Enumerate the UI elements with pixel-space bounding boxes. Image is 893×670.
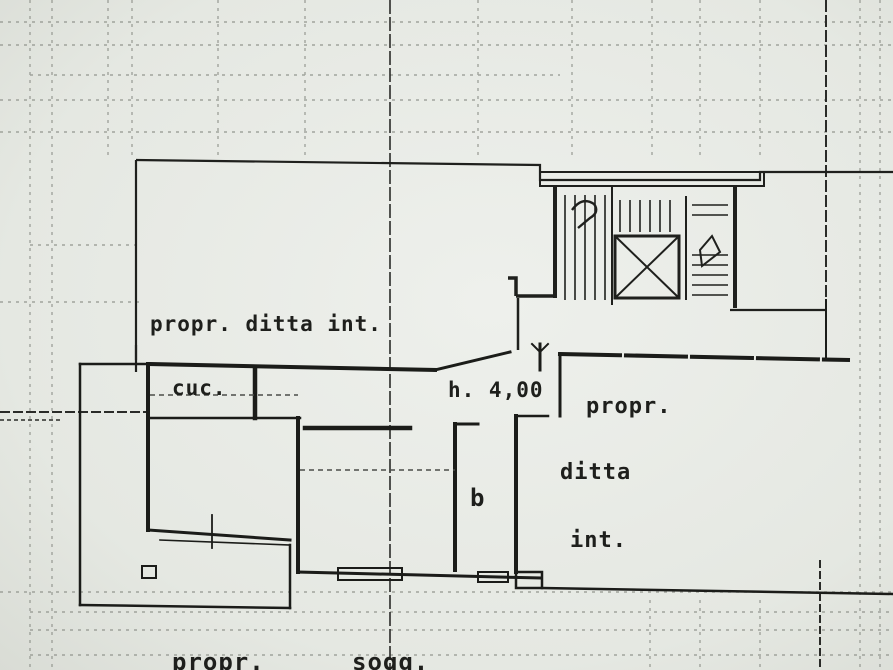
label-bathroom: b bbox=[470, 484, 486, 512]
label-propr-bottom: propr. bbox=[172, 648, 265, 670]
divider-dashes bbox=[150, 394, 455, 471]
apartment-walls bbox=[78, 299, 893, 610]
label-kitchen: cuc. bbox=[172, 376, 227, 400]
label-sogg-bottom: sogg. bbox=[352, 648, 430, 670]
label-int-right: int. bbox=[570, 528, 627, 553]
stair-core bbox=[508, 171, 765, 350]
reference-lines bbox=[0, 0, 827, 670]
label-ceiling-height: h. 4,00 bbox=[448, 378, 544, 402]
label-propr-right: propr. bbox=[586, 394, 672, 419]
building-outline bbox=[134, 158, 893, 372]
label-ditta-right: ditta bbox=[560, 460, 632, 485]
label-propr-ditta-int-top: propr. ditta int. bbox=[150, 312, 382, 336]
